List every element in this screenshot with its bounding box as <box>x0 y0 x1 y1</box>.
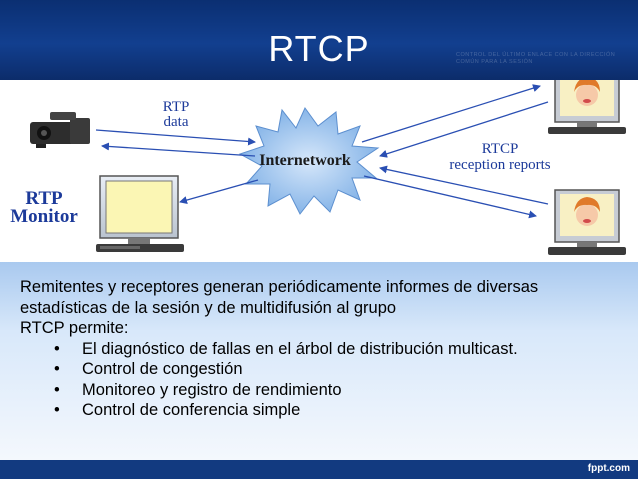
description-line-1: Remitentes y receptores generan periódic… <box>20 277 620 298</box>
description-line-2: estadísticas de la sesión y de multidifu… <box>20 298 620 319</box>
rtp-monitor-label-line2: Monitor <box>10 206 78 227</box>
rtcp-diagram: Internetwork RTP data RTP Monitor RTCP r… <box>0 80 638 262</box>
bullet-icon: • <box>54 400 60 421</box>
list-item: • Control de conferencia simple <box>20 400 620 421</box>
rtcp-diagram-svg: Internetwork RTP data RTP Monitor RTCP r… <box>0 80 638 262</box>
rtcp-label-line2: reception reports <box>449 157 550 173</box>
bullet-icon: • <box>54 339 60 360</box>
list-item: • Control de congestión <box>20 359 620 380</box>
rtp-data-label-line1: RTP <box>163 99 190 115</box>
list-item-text: Control de congestión <box>82 360 243 378</box>
arrow-monitor-in <box>180 180 258 202</box>
monitor-computer-icon <box>96 176 184 252</box>
rtp-data-label-line2: data <box>164 114 189 130</box>
bullet-icon: • <box>54 359 60 380</box>
list-item-text: El diagnóstico de fallas en el árbol de … <box>82 340 518 358</box>
internetwork-label: Internetwork <box>259 152 351 169</box>
rtcp-features-list: • El diagnóstico de fallas en el árbol de… <box>20 339 620 421</box>
slide-footer: fppt.com <box>0 460 638 479</box>
arrow-rtp-data-in <box>102 146 255 156</box>
list-item-text: Control de conferencia simple <box>82 401 300 419</box>
list-item: • Monitoreo y registro de rendimiento <box>20 380 620 401</box>
receiver-computer-top-icon <box>548 80 626 134</box>
list-item-text: Monitoreo y registro de rendimiento <box>82 381 342 399</box>
description-line-3: RTCP permite: <box>20 318 620 339</box>
description-text: Remitentes y receptores generan periódic… <box>20 277 620 421</box>
rtcp-label-line1: RTCP <box>482 141 519 157</box>
receiver-computer-bottom-icon <box>548 190 626 255</box>
list-item: • El diagnóstico de fallas en el árbol de… <box>20 339 620 360</box>
footer-brand: fppt.com <box>588 463 630 474</box>
video-camera-icon <box>30 112 90 148</box>
slide-header: CONTROL DEL ÚLTIMO ENLACE CON LA DIRECCI… <box>0 0 638 80</box>
slide-title: RTCP <box>0 28 638 70</box>
bullet-icon: • <box>54 380 60 401</box>
description-panel: Remitentes y receptores generan periódic… <box>0 262 638 460</box>
arrow-rtp-data-out <box>96 130 255 142</box>
